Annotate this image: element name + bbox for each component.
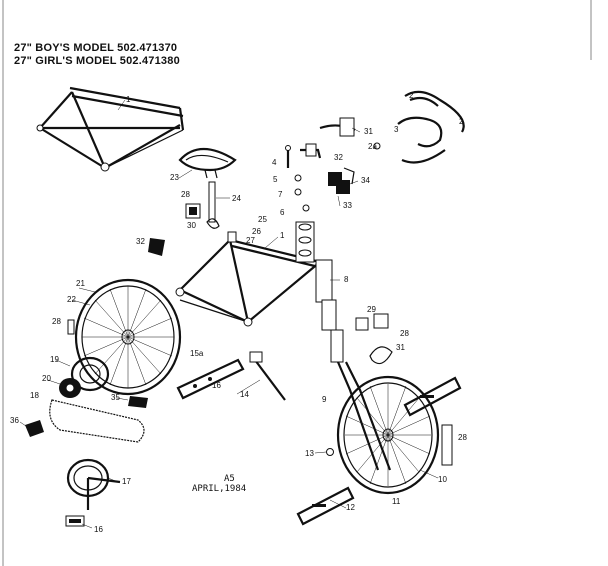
chainguard (176, 358, 245, 400)
front-guard-lower (296, 486, 355, 526)
label-sprocket: 20 (42, 374, 51, 383)
hub-nut (326, 448, 334, 456)
freewheel (70, 356, 110, 392)
label-reflector-clip: 30 (187, 221, 196, 230)
label-bolt: 4 (272, 158, 277, 167)
seat-post (208, 181, 216, 223)
drawing-date: APRIL,1984 (192, 484, 247, 494)
label-rear-wheel-tire: 10 (438, 475, 447, 484)
label-frame-boys: 1 (280, 231, 285, 240)
label-rear-wheel: 21 (76, 279, 85, 288)
label-shift-mount: 33 (343, 201, 352, 210)
label-chainguard-front: 12 (346, 503, 355, 512)
label-handlebar-top: 2 (409, 91, 414, 100)
label-shift-clamp: 34 (361, 176, 370, 185)
shift-lever-left-mount (148, 238, 165, 256)
label-nut: 5 (273, 175, 278, 184)
label-reflector-front: 28 (458, 433, 467, 442)
label-chainguard-piece-a: 15a (190, 349, 204, 358)
label-clamp-washer: 27 (246, 236, 255, 245)
label-stem: 3 (394, 125, 399, 134)
stem-bolt (285, 145, 291, 168)
stem-upper (300, 143, 322, 159)
label-frame-girls: 1 (126, 95, 131, 104)
callouts: 1 2 2 2a 3 4 5 6 7 8 9 10 11 12 13 14 15… (10, 91, 467, 534)
fork (336, 361, 392, 471)
label-rear-derailleur: 35 (111, 393, 120, 402)
sprocket (59, 378, 81, 398)
kickstand (249, 351, 286, 401)
label-reflector-rear: 28 (181, 190, 190, 199)
chain (49, 399, 145, 443)
label-rear-tire: 22 (67, 295, 76, 304)
reflector-clip (206, 218, 220, 229)
brake-lever-top (319, 117, 356, 137)
label-reflector-top-right: 28 (400, 329, 409, 338)
label-freewheel: 19 (50, 355, 59, 364)
label-brake-lever: 31 (364, 127, 373, 136)
label-hub-nut: 13 (305, 449, 314, 458)
label-front-derailleur: 36 (10, 416, 19, 425)
label-reflector-bracket: 29 (367, 305, 376, 314)
crank-set (66, 458, 121, 510)
rear-spokes (82, 286, 174, 388)
front-wheel (336, 375, 440, 495)
front-reflector (441, 424, 453, 466)
model-title-girls: 27" GIRL'S MODEL 502.471380 (14, 55, 180, 67)
label-chain: 18 (30, 391, 39, 400)
label-seat-post: 24 (232, 194, 241, 203)
label-shift-lever-left: 32 (136, 237, 145, 246)
label-kickstand: 14 (240, 390, 249, 399)
label-clamp-nut: 26 (252, 227, 261, 236)
label-washer: 7 (278, 190, 283, 199)
headset-column (295, 221, 344, 363)
front-derailleur (25, 420, 44, 437)
label-fork-bolt: 9 (322, 395, 327, 404)
reflector-rear-top (185, 203, 201, 219)
shift-levers (328, 167, 355, 194)
label-handlebar-alt: 2a (368, 142, 377, 151)
label-clamp-bolt: 25 (258, 215, 267, 224)
label-crank-set: 17 (122, 477, 131, 486)
label-chainguard-piece: 16 (212, 381, 221, 390)
front-guard-upper (403, 376, 462, 417)
label-brake-lever-b: 31 (396, 343, 405, 352)
label-pedal: 16 (94, 525, 103, 534)
label-saddle: 23 (170, 173, 179, 182)
label-front-wheel: 11 (392, 497, 401, 506)
label-shift-lever-right: 32 (334, 153, 343, 162)
saddle (178, 148, 237, 179)
model-title-boys: 27" BOY'S MODEL 502.471370 (14, 42, 178, 54)
girls-frame (36, 86, 185, 172)
pedal (65, 515, 85, 527)
leader-lines (19, 99, 439, 529)
label-headset: 8 (344, 275, 349, 284)
stem-nuts (294, 142, 381, 212)
page-code: A5 (224, 474, 235, 484)
reflector-bracket (355, 313, 389, 331)
label-expander: 6 (280, 208, 285, 217)
handlebar-drop (397, 90, 465, 164)
brake-caliper (369, 346, 393, 365)
label-reflector-side: 28 (52, 317, 61, 326)
rear-reflector (67, 319, 75, 335)
rear-derailleur (128, 396, 148, 408)
label-handlebar-right: 2 (459, 117, 464, 126)
